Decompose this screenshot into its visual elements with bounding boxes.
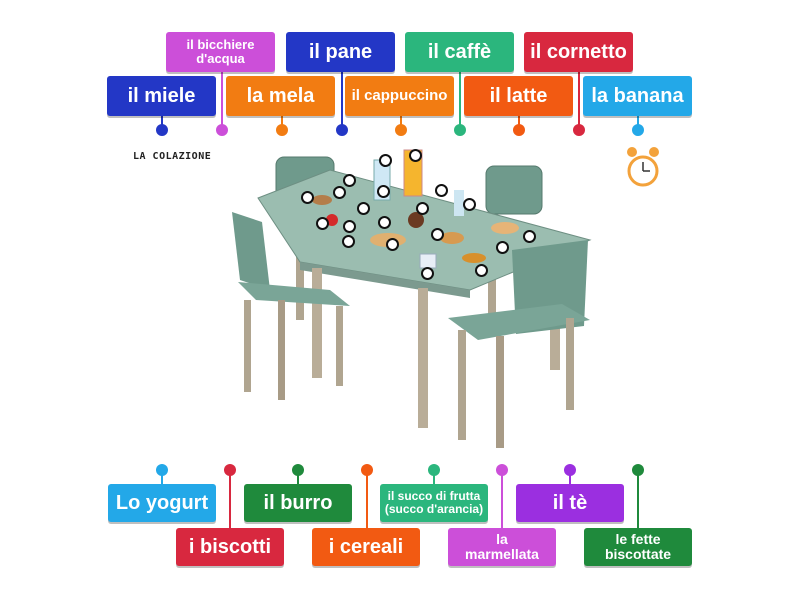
label-i-biscotti[interactable]: i biscotti xyxy=(176,528,284,566)
pin-dot xyxy=(395,124,407,136)
pin-stem xyxy=(281,116,283,130)
drop-target[interactable] xyxy=(386,238,399,251)
label-il-latte[interactable]: il latte xyxy=(464,76,573,116)
pin-stem xyxy=(518,116,520,130)
pin-stem xyxy=(161,470,163,484)
label-il-cornetto[interactable]: il cornetto xyxy=(524,32,633,72)
drop-target[interactable] xyxy=(523,230,536,243)
pin-stem xyxy=(221,72,223,128)
label-il-caffe[interactable]: il caffè xyxy=(405,32,514,72)
pin-dot xyxy=(156,124,168,136)
drop-target[interactable] xyxy=(342,235,355,248)
drop-target[interactable] xyxy=(333,186,346,199)
pin-dot xyxy=(632,124,644,136)
pin-dot xyxy=(276,124,288,136)
pin-dot xyxy=(336,124,348,136)
drop-target[interactable] xyxy=(343,174,356,187)
alarm-clock-icon xyxy=(627,147,659,187)
pin-dot xyxy=(573,124,585,136)
label-le-fette-biscottate[interactable]: le fette biscottate xyxy=(584,528,692,566)
pin-dot xyxy=(454,124,466,136)
label-la-banana[interactable]: la banana xyxy=(583,76,692,116)
label-il-bicchiere-dacqua[interactable]: il bicchiere d'acqua xyxy=(166,32,275,72)
drop-target[interactable] xyxy=(463,198,476,211)
pin-dot xyxy=(513,124,525,136)
pin-stem xyxy=(637,470,639,528)
pin-stem xyxy=(229,470,231,528)
drop-target[interactable] xyxy=(475,264,488,277)
pin-stem xyxy=(366,470,368,528)
label-la-marmellata[interactable]: la marmellata xyxy=(448,528,556,566)
drop-target[interactable] xyxy=(301,191,314,204)
pin-stem xyxy=(569,470,571,484)
drop-target[interactable] xyxy=(421,267,434,280)
pin-stem xyxy=(501,470,503,528)
drop-target[interactable] xyxy=(343,220,356,233)
pin-stem xyxy=(433,470,435,484)
pin-dot xyxy=(216,124,228,136)
drop-target[interactable] xyxy=(435,184,448,197)
drop-target[interactable] xyxy=(379,154,392,167)
pin-stem xyxy=(400,116,402,130)
label-lo-yogurt[interactable]: Lo yogurt xyxy=(108,484,216,522)
label-la-mela[interactable]: la mela xyxy=(226,76,335,116)
label-il-succo-di-frutta[interactable]: il succo di frutta (succo d'arancia) xyxy=(380,484,488,522)
pin-stem xyxy=(578,72,580,128)
label-il-burro[interactable]: il burro xyxy=(244,484,352,522)
label-i-cereali[interactable]: i cereali xyxy=(312,528,420,566)
label-il-miele[interactable]: il miele xyxy=(107,76,216,116)
pin-stem xyxy=(459,72,461,128)
label-il-pane[interactable]: il pane xyxy=(286,32,395,72)
pin-stem xyxy=(637,116,639,130)
pin-stem xyxy=(341,72,343,128)
page-title: LA COLAZIONE xyxy=(133,151,212,162)
pin-stem xyxy=(297,470,299,484)
drop-target[interactable] xyxy=(357,202,370,215)
drop-target[interactable] xyxy=(431,228,444,241)
label-il-te[interactable]: il tè xyxy=(516,484,624,522)
drop-target[interactable] xyxy=(316,217,329,230)
drop-target[interactable] xyxy=(496,241,509,254)
pin-stem xyxy=(161,116,163,130)
drop-target[interactable] xyxy=(377,185,390,198)
drop-target[interactable] xyxy=(409,149,422,162)
drop-target[interactable] xyxy=(378,216,391,229)
drop-target[interactable] xyxy=(416,202,429,215)
label-il-cappuccino[interactable]: il cappuccino xyxy=(345,76,454,116)
